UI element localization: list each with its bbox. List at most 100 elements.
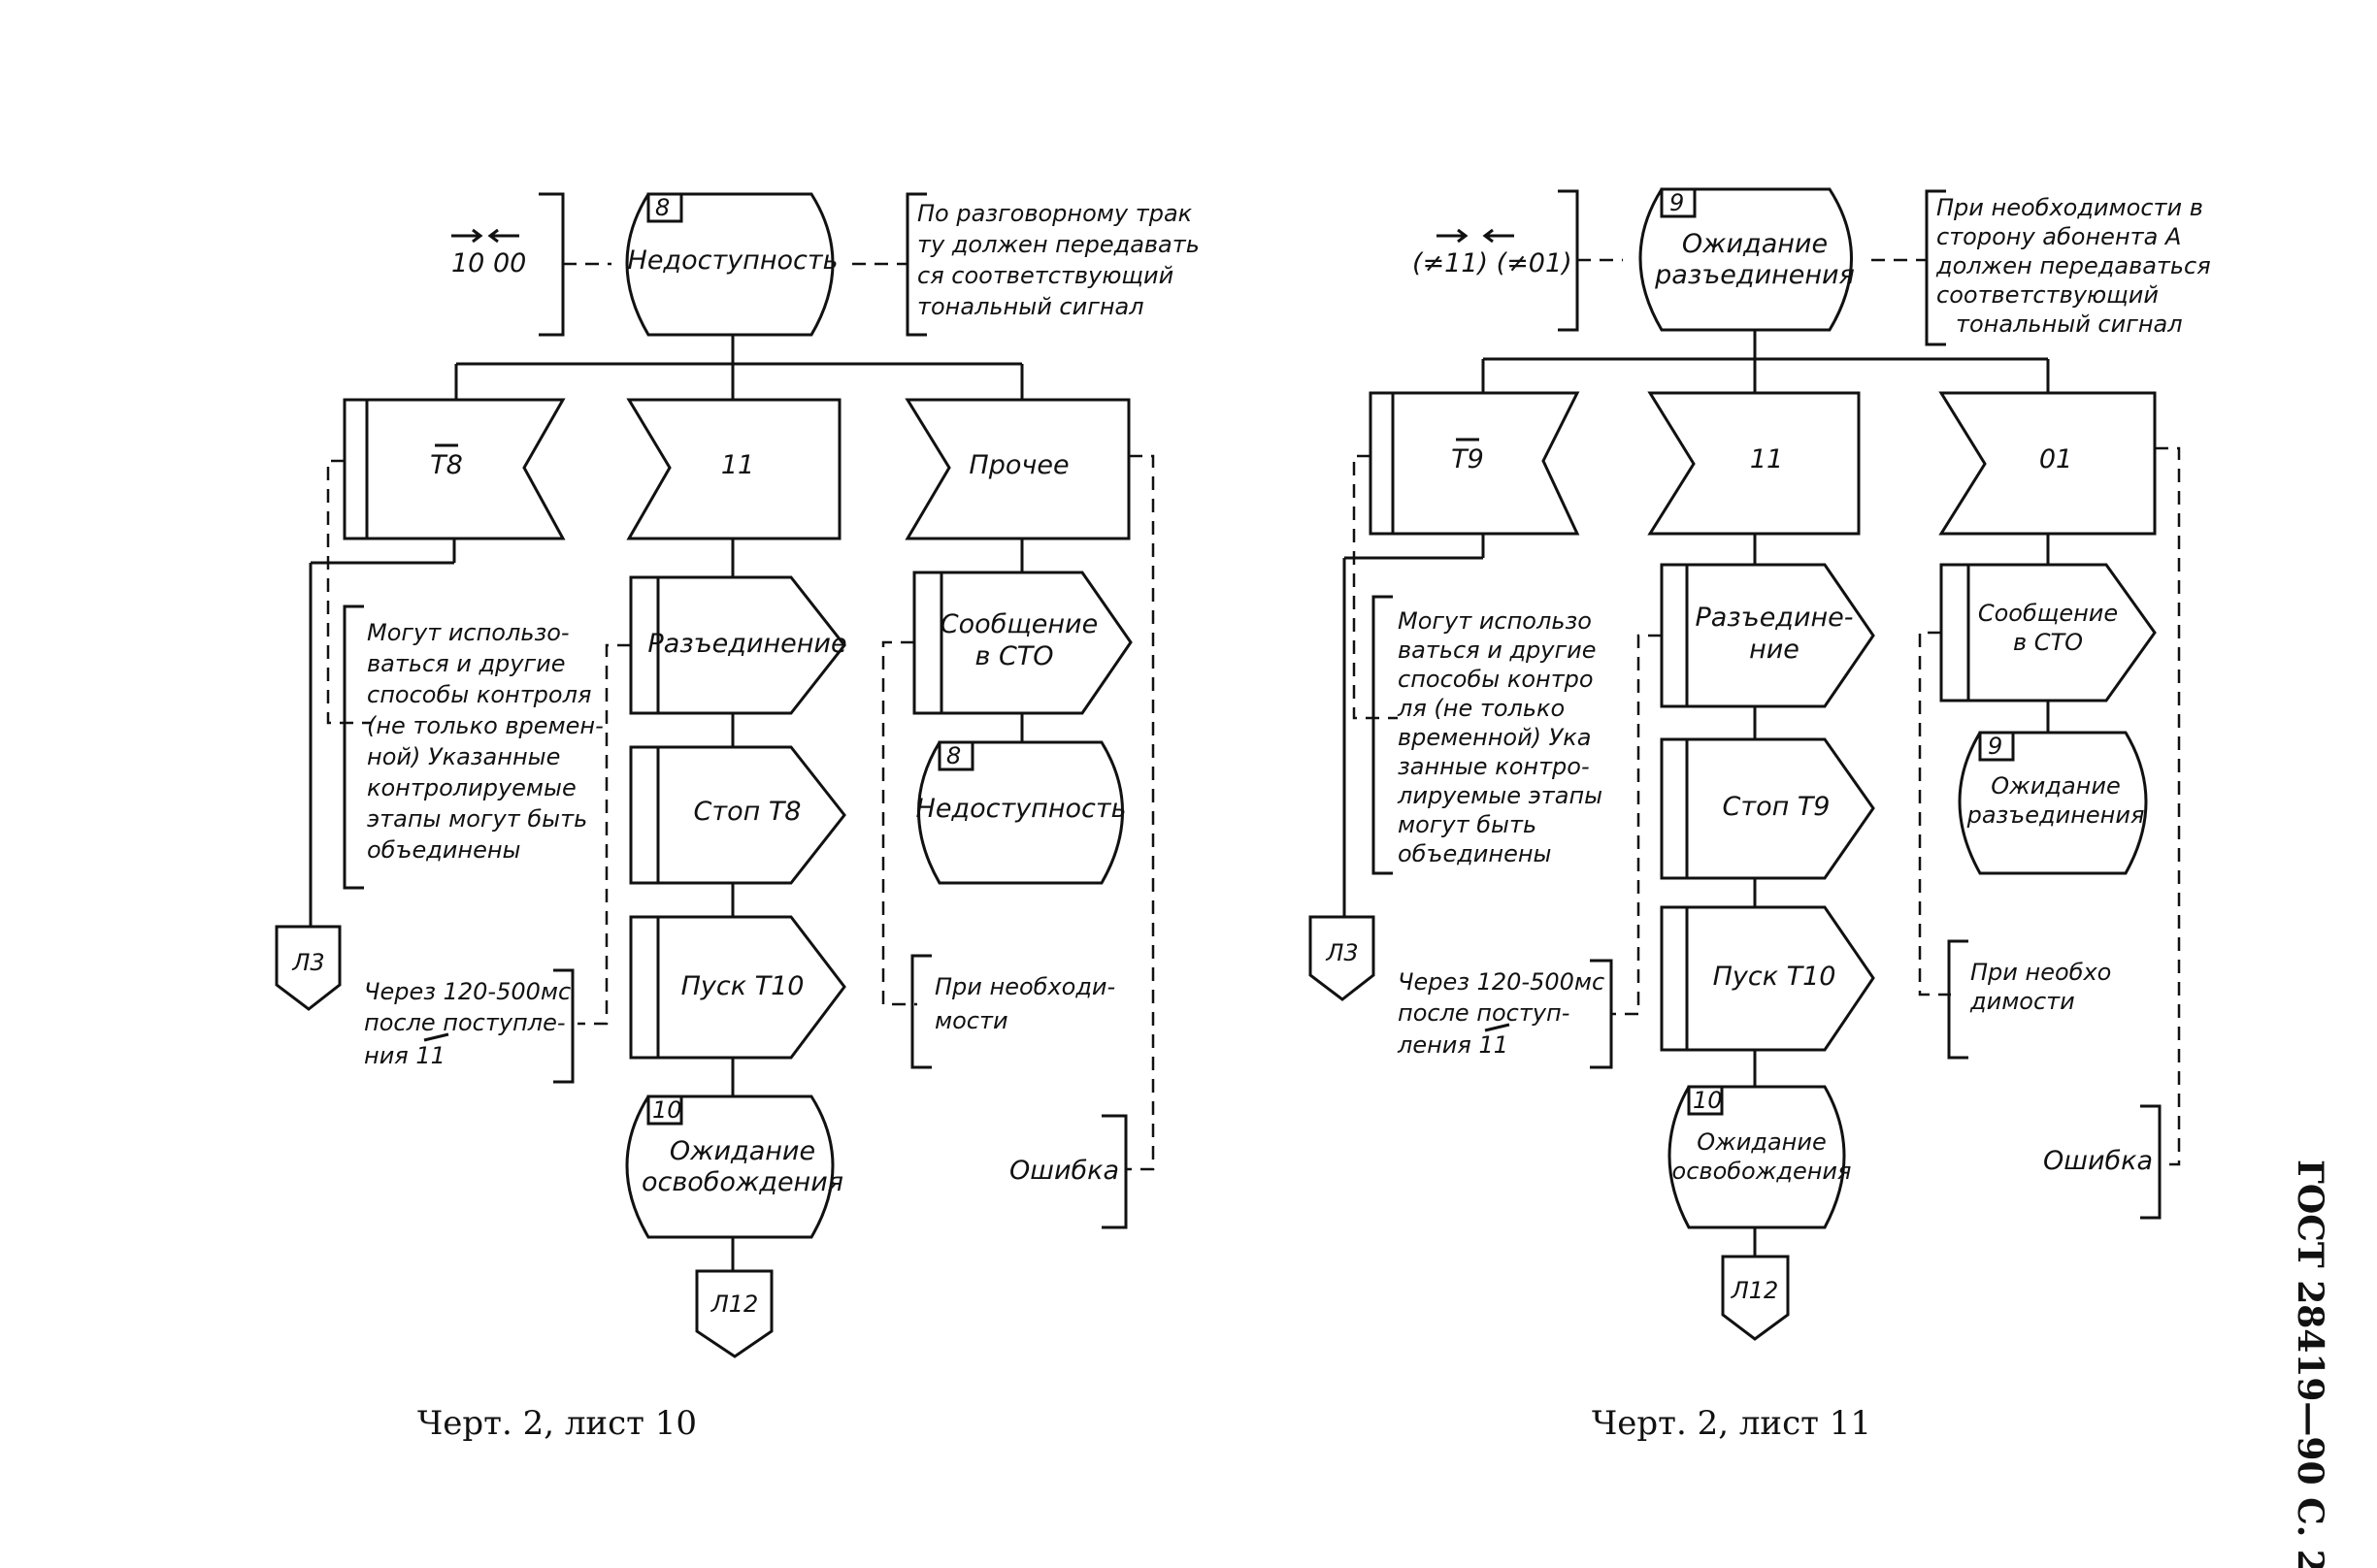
- note-line: ваться и другие: [367, 650, 565, 677]
- input-label: T9: [1451, 444, 1484, 474]
- arrowhead-icon: [472, 228, 483, 244]
- sheet-10: 8 Недоступность 10 00 По разговорному тр…: [275, 192, 1200, 1443]
- connector-l3: [275, 925, 342, 1011]
- state-number-box: [1978, 731, 2015, 762]
- input-label: 11: [721, 450, 754, 480]
- note-line: тональный сигнал: [1956, 310, 2183, 338]
- note-line: объединены: [367, 836, 521, 864]
- note-line: этапы могут быть: [367, 805, 587, 833]
- note-line: контролируемые: [367, 774, 577, 801]
- note-line: ления 11: [1397, 1031, 1508, 1059]
- state-label: разъединения: [1654, 260, 1855, 290]
- state-8: [625, 192, 835, 337]
- state-label: Недоступность: [628, 245, 839, 276]
- state-number: 10: [652, 1096, 682, 1124]
- bracket-note: [553, 968, 575, 1084]
- state-9: [1638, 187, 1853, 332]
- note-line: должен передаваться: [1935, 252, 2211, 279]
- task-disconnect: [629, 575, 846, 715]
- task-stop-t8: [629, 745, 846, 885]
- bracket-note: [2140, 1104, 2162, 1220]
- input-other: [905, 398, 1131, 540]
- state-number: 9: [1669, 189, 1684, 216]
- bracket-note: [343, 604, 364, 890]
- note-line: Могут использо: [1398, 607, 1592, 635]
- note-line: сторону абонента А: [1936, 223, 2181, 250]
- signals-left: (≠11) (≠01): [1412, 248, 1572, 278]
- dash-link: [881, 640, 917, 1006]
- note-line: способы контроля: [367, 681, 591, 708]
- state-10: [625, 1094, 835, 1239]
- task-start-t10: [1660, 905, 1875, 1052]
- note-line: ля (не только: [1397, 695, 1565, 722]
- note-line: соответствующий: [1936, 281, 2159, 309]
- note-top: По разговорному трак ту должен передават…: [917, 200, 1200, 320]
- state-label: Ожидание: [1991, 772, 2120, 800]
- note-line: после поступле-: [364, 1009, 566, 1036]
- state-number: 8: [946, 742, 961, 769]
- state-number-box: [938, 740, 974, 771]
- arrowhead-icon: [1457, 228, 1469, 244]
- note-line: мости: [935, 1007, 1008, 1034]
- note-line: ния 11: [364, 1042, 446, 1069]
- note-line: При необходимости в: [1936, 194, 2203, 221]
- dash-link: [326, 459, 372, 725]
- state-label: Недоступность: [916, 794, 1127, 824]
- state-10: [1667, 1085, 1846, 1229]
- overline: [423, 1032, 449, 1042]
- task-label: Стоп T8: [693, 797, 801, 827]
- connector-label: Л12: [710, 1290, 759, 1318]
- state-number: 10: [1693, 1087, 1723, 1114]
- state-label: освобождения: [642, 1167, 843, 1197]
- connector-label: Л12: [1731, 1277, 1779, 1304]
- connector-label: Л3: [291, 949, 324, 976]
- dash-link: [1918, 631, 1951, 996]
- note-line: способы контро: [1398, 666, 1594, 693]
- note-line: временной) Ука: [1398, 724, 1592, 751]
- dash-link: [2155, 446, 2181, 1166]
- input-label: T8: [430, 450, 463, 480]
- note-control: Могут использо ваться и другие способы к…: [1397, 607, 1602, 867]
- state-label: разъединения: [1966, 801, 2145, 829]
- state-9-return: [1958, 731, 2148, 875]
- bracket-note: [910, 954, 932, 1069]
- state-label: Ожидание: [1682, 229, 1828, 259]
- note-line: ваться и другие: [1398, 637, 1596, 664]
- note-need: При необходи- мости: [935, 973, 1115, 1034]
- note-line: При необходи-: [935, 973, 1115, 1000]
- note-line: Через 120-500мс: [1398, 968, 1604, 996]
- note-delay: Через 120-500мс после поступ- ления 11: [1397, 968, 1604, 1059]
- task-label: Разъединение: [647, 629, 846, 659]
- task-label: Сообщение: [941, 609, 1098, 639]
- note-line: димости: [1969, 988, 2075, 1015]
- overline: [1484, 1023, 1510, 1032]
- arrowhead-icon: [487, 228, 499, 244]
- state-number-box: [646, 1094, 683, 1126]
- state-8-return: [917, 740, 1124, 885]
- task-start-t10: [629, 915, 846, 1060]
- caption-sheet-10: Черт. 2, лист 10: [417, 1404, 697, 1443]
- task-label: ние: [1749, 635, 1799, 665]
- state-label: Ожидание: [1697, 1128, 1826, 1156]
- dash-link: [1352, 454, 1398, 720]
- note-line: Могут использо-: [367, 619, 570, 646]
- note-line: (не только времен-: [367, 712, 604, 739]
- bracket-note: [1925, 189, 1946, 346]
- note-line: тональный сигнал: [917, 293, 1144, 320]
- note-line: лируемые этапы: [1397, 782, 1602, 809]
- note-control: Могут использо- ваться и другие способы …: [367, 619, 604, 864]
- input-t8: [343, 398, 566, 540]
- error-label: Ошибка: [1009, 1156, 1119, 1186]
- note-line: ту должен передавать: [917, 231, 1200, 258]
- bracket-signals: [539, 192, 565, 337]
- note-line: При необхо: [1970, 959, 2111, 986]
- task-message-sto: [1939, 563, 2157, 702]
- task-label: Разъедине-: [1695, 603, 1853, 633]
- caption-sheet-11: Черт. 2, лист 11: [1592, 1404, 1871, 1443]
- bracket-note: [1371, 595, 1393, 875]
- state-number: 9: [1988, 733, 2002, 760]
- signals-left: 10 00: [451, 248, 526, 278]
- task-disconnect: [1660, 563, 1875, 708]
- task-stop-t9: [1660, 737, 1875, 880]
